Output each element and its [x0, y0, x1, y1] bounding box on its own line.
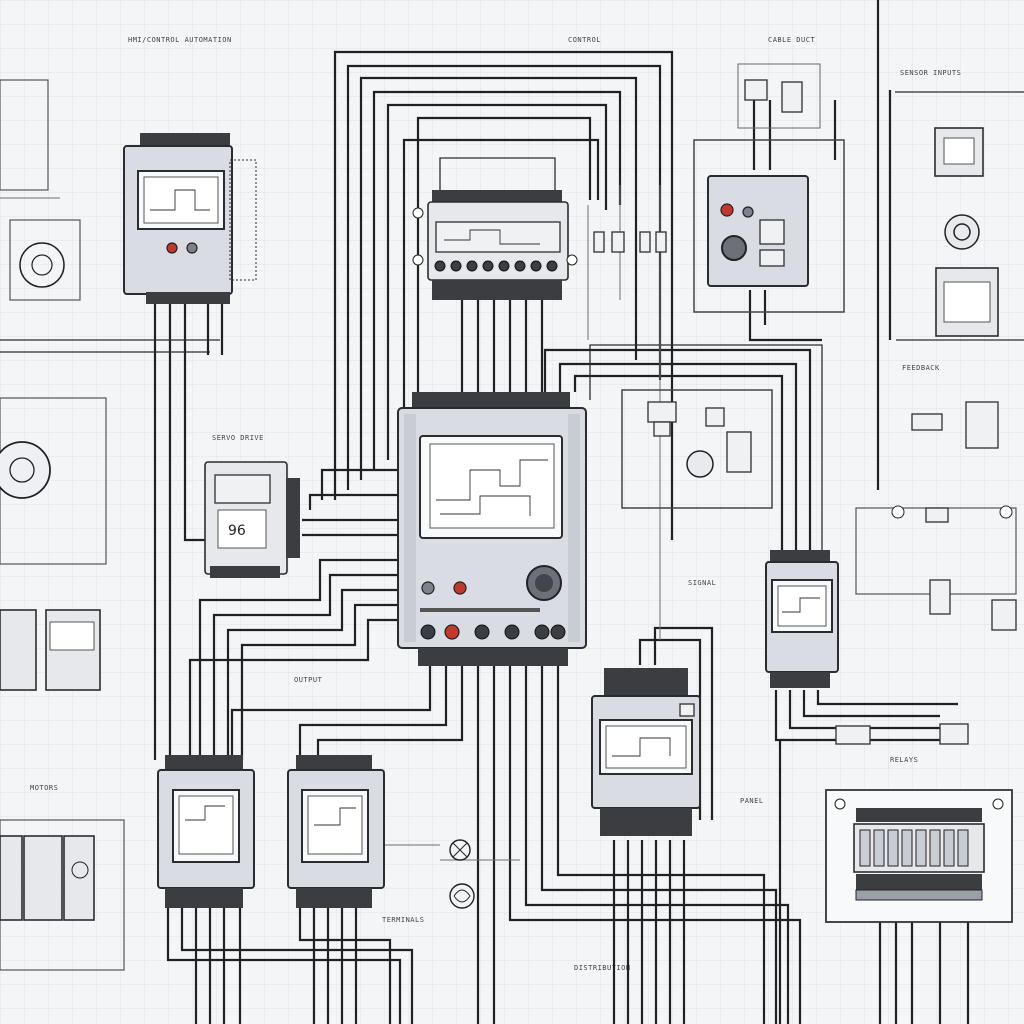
label-left-mid-small: SERVO DRIVE — [212, 434, 264, 442]
motor-icon — [0, 441, 51, 499]
label-left-column-caption: MOTORS — [30, 784, 58, 792]
label-right-mid-caption: PANEL — [740, 797, 764, 805]
motor-icon — [19, 242, 65, 288]
terminal-block — [412, 392, 570, 408]
pushbutton-panel — [693, 63, 845, 313]
indicator-red-icon — [453, 581, 467, 595]
label-bottom-mid-small: TERMINALS — [382, 916, 424, 924]
right-sensor-stack — [911, 127, 999, 449]
label-right-lower-caption: RELAYS — [890, 756, 918, 764]
sensor-inputs-small — [593, 231, 667, 253]
label-right-column-caption: FEEDBACK — [902, 364, 940, 372]
breaker-row — [859, 829, 969, 867]
terminal-block — [146, 292, 230, 304]
hmi-panel-top-left — [123, 133, 257, 304]
terminal-block — [140, 133, 230, 147]
signal-board — [621, 389, 773, 509]
terminal-block — [432, 190, 562, 204]
indicator-grey-icon — [742, 206, 754, 218]
io-module-top-center — [412, 190, 578, 300]
motor-icon — [449, 839, 471, 861]
gauge-icon — [686, 450, 714, 478]
drive-module-bottom-2 — [287, 755, 385, 908]
hmi-panel-right — [765, 550, 839, 688]
terminal-block — [418, 648, 568, 666]
diagram-labels: HMI/CONTROL AUTOMATION CONTROL CABLE DUC… — [30, 36, 961, 972]
label-center-left-caption: OUTPUT — [294, 676, 323, 684]
indicator-red-icon — [166, 242, 178, 254]
rotary-encoder-icon — [944, 214, 980, 250]
label-top-right-title: SENSOR INPUTS — [900, 69, 961, 77]
selector-switch-icon — [721, 235, 747, 261]
indicator-grey-icon — [421, 581, 435, 595]
drive-module-bottom-1 — [157, 755, 255, 908]
label-top-left-title: HMI/CONTROL AUTOMATION — [128, 36, 232, 44]
label-bottom-center-caption: DISTRIBUTION — [574, 964, 631, 972]
distribution-frame — [825, 789, 1013, 923]
indicator-grey-icon — [186, 242, 198, 254]
output-module-center — [591, 668, 701, 836]
controller-buttons — [420, 624, 566, 640]
label-top-right-small: CABLE DUCT — [768, 36, 815, 44]
label-top-center-title: CONTROL — [568, 36, 601, 44]
terminal-block — [432, 280, 562, 300]
svg-text:96: 96 — [228, 523, 246, 539]
left-edge-components — [0, 79, 125, 971]
io-terminals — [434, 260, 558, 272]
motor-symbols — [449, 839, 475, 909]
coil-icon — [449, 883, 475, 909]
label-center-right-caption: SIGNAL — [688, 579, 716, 587]
servo-drive-left: 96 — [204, 461, 300, 578]
main-controller — [397, 392, 587, 666]
right-relay-area — [835, 505, 1017, 745]
indicator-red-icon — [720, 203, 734, 217]
